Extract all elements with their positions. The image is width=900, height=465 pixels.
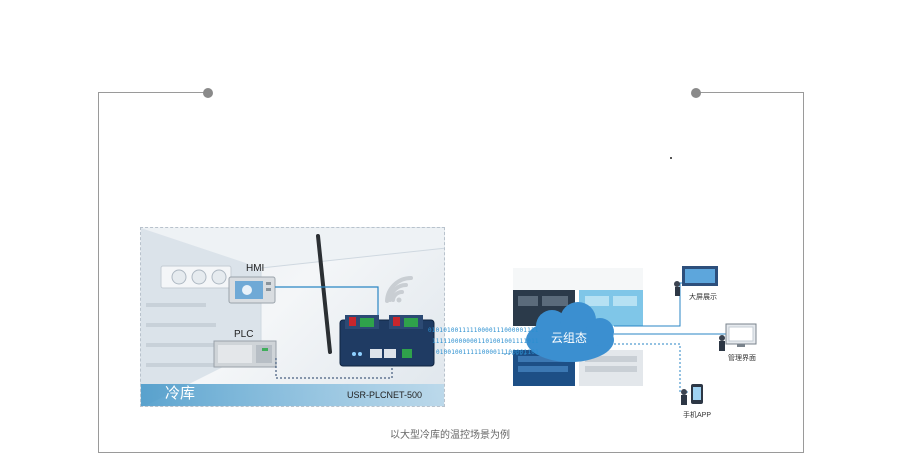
frame-left-vertical: [98, 92, 99, 452]
device-label: USR-PLCNET-500: [347, 390, 423, 400]
plc-gateway-link: [275, 358, 393, 379]
hmi-label: HMI: [246, 263, 265, 274]
tiny-mark: [670, 157, 672, 159]
binary-stream-3: 010010011111000011100001101: [436, 349, 539, 356]
screen-label: 大屏展示: [689, 294, 717, 301]
frame-right-vertical: [803, 92, 804, 453]
diagram-caption: 以大型冷库的温控场景为例: [390, 430, 510, 441]
pc-monitor-icon: [719, 323, 757, 351]
gateway-device-icon: [339, 315, 435, 367]
plc-unit-icon: [213, 340, 277, 368]
scene-label: 冷库: [165, 385, 196, 402]
binary-stream-2: 1111100000001101001001111011: [432, 338, 539, 345]
frame-dot-right: [691, 88, 701, 98]
cold-storage-scene: 冷库: [140, 227, 445, 407]
cold-storage-illustration: [141, 228, 444, 406]
pc-label: 管理界面: [728, 355, 756, 362]
hmi-gateway-link: [275, 286, 379, 315]
phone-icon: [681, 384, 703, 405]
cloud-label: 云组态: [551, 331, 588, 345]
hmi-panel-icon: [228, 276, 276, 304]
big-screen-icon: [674, 266, 718, 296]
frame-right-top: [696, 92, 804, 93]
antenna-icon: [316, 234, 332, 354]
plc-label: PLC: [234, 329, 254, 340]
wifi-signal-icon: [385, 275, 413, 303]
scene-label-band: 冷库: [141, 384, 444, 406]
binary-stream-1: 01010100111110000111000001111: [428, 327, 539, 334]
frame-dot-left: [203, 88, 213, 98]
frame-bottom: [98, 452, 804, 453]
cloud-icon: [526, 302, 614, 362]
frame-left-top: [98, 92, 208, 93]
phone-label: 手机APP: [683, 412, 712, 419]
